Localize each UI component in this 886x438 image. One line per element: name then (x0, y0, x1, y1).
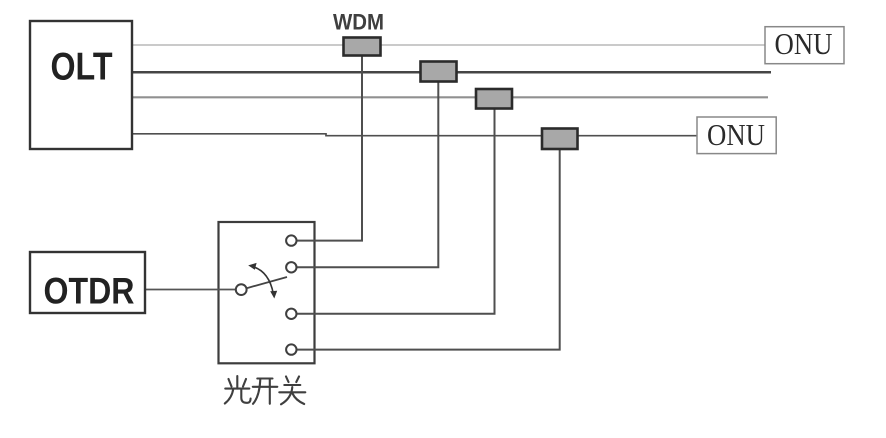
svg-text:ONU: ONU (707, 117, 765, 152)
svg-text:OTDR: OTDR (44, 271, 135, 312)
svg-text:ONU: ONU (775, 26, 833, 61)
svg-text:OLT: OLT (51, 46, 113, 89)
svg-text:WDM: WDM (333, 10, 384, 35)
